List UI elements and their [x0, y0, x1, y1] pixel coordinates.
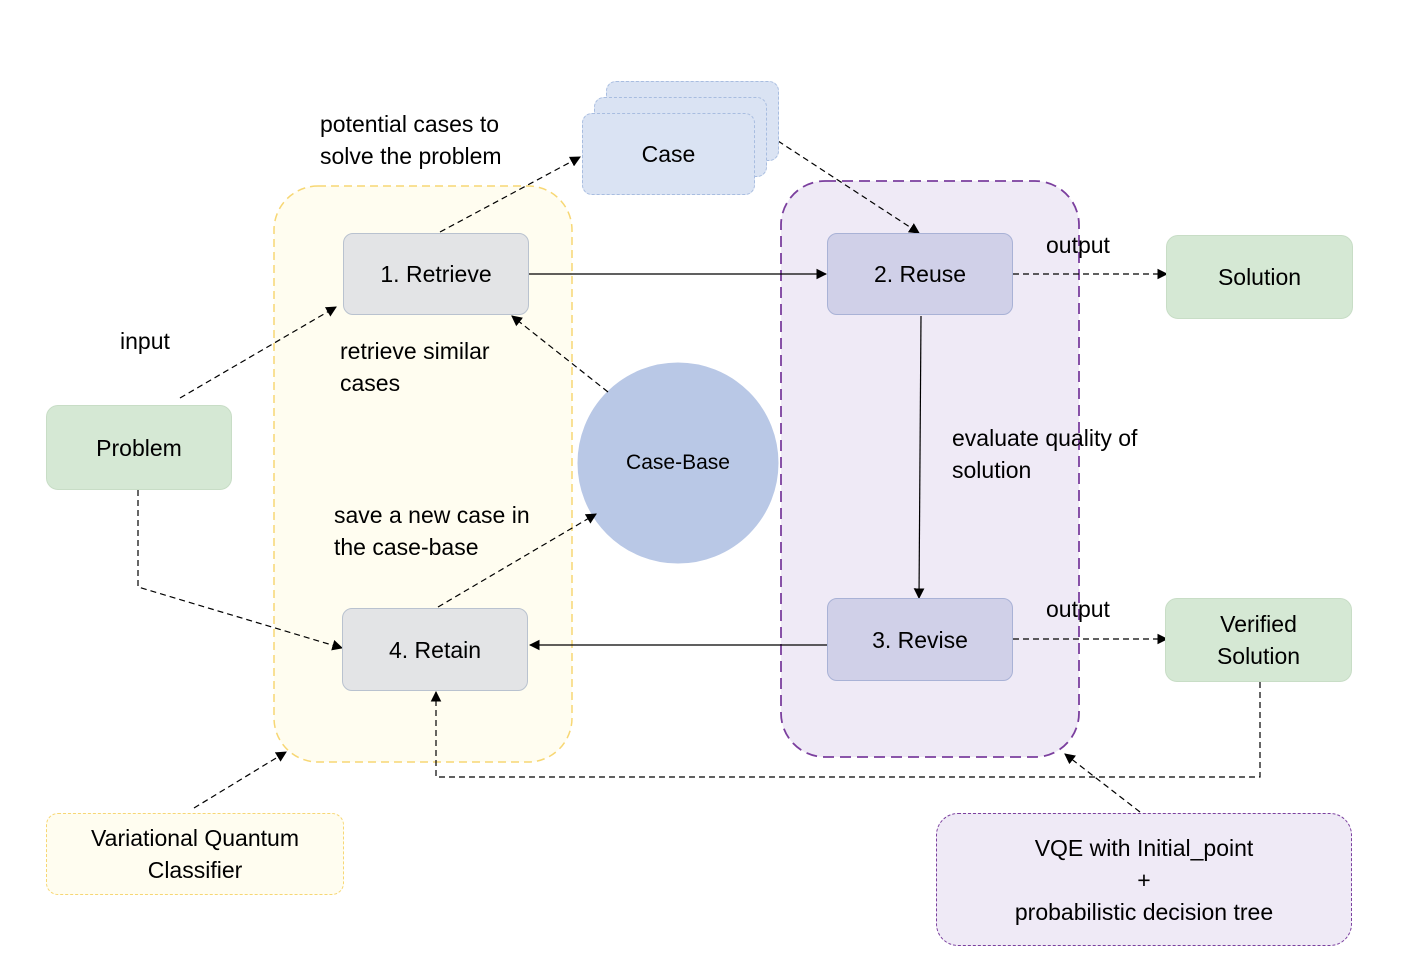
arrow-problem-to-retain: [137, 490, 344, 651]
arrow-vqc-to-region: [193, 751, 287, 809]
arrow-problem-to-retrieve: [179, 306, 337, 399]
vqe-label: VQE with Initial_point + probabilistic d…: [1014, 834, 1274, 925]
reuse-node: 2. Reuse: [827, 233, 1013, 315]
problem-node: Problem: [46, 405, 232, 490]
solution-label: Solution: [1217, 264, 1302, 290]
case-card-front: Case: [582, 113, 755, 195]
reuse-label: 2. Reuse: [873, 261, 967, 287]
input-label: input: [120, 328, 170, 354]
retrieve-label: 1. Retrieve: [380, 261, 492, 287]
arrow-vqe-to-region: [1064, 753, 1141, 813]
arrow-case-to-reuse: [777, 140, 920, 234]
verified-solution-node: Verified Solution: [1165, 598, 1352, 682]
solution-node: Solution: [1166, 235, 1353, 319]
vqc-label: Variational Quantum Classifier: [91, 825, 299, 883]
retrieve-node: 1. Retrieve: [343, 233, 529, 315]
verified-solution-label: Verified Solution: [1216, 611, 1301, 669]
retain-label: 4. Retain: [388, 636, 482, 663]
arrow-retain-to-casebase: [437, 513, 597, 608]
potential-cases-label: potential cases to solve the problem: [320, 111, 502, 169]
output-revise-label: output: [1046, 596, 1110, 622]
arrow-retrieve-to-case: [439, 156, 581, 233]
vqc-node: Variational Quantum Classifier: [46, 813, 344, 895]
case-base-label: Case-Base: [626, 451, 730, 474]
retrieve-similar-label: retrieve similar cases: [340, 338, 490, 396]
save-new-case-label: save a new case in the case-base: [334, 502, 530, 560]
case-base-circle: [577, 362, 779, 564]
arrow-verified-to-retain: [430, 682, 1261, 778]
arrow-reuse-to-revise: [913, 315, 925, 600]
arrow-casebase-to-retrieve: [511, 315, 609, 393]
revise-label: 3. Revise: [872, 626, 968, 653]
retain-node: 4. Retain: [342, 608, 528, 691]
revise-node: 3. Revise: [827, 598, 1013, 681]
output-reuse-label: output: [1046, 232, 1110, 258]
vqe-node: VQE with Initial_point + probabilistic d…: [936, 813, 1352, 946]
case-base-node: Case-Base: [578, 363, 778, 563]
problem-label: Problem: [96, 434, 182, 461]
evaluate-quality-label: evaluate quality of solution: [952, 425, 1138, 483]
case-label: Case: [641, 141, 696, 167]
